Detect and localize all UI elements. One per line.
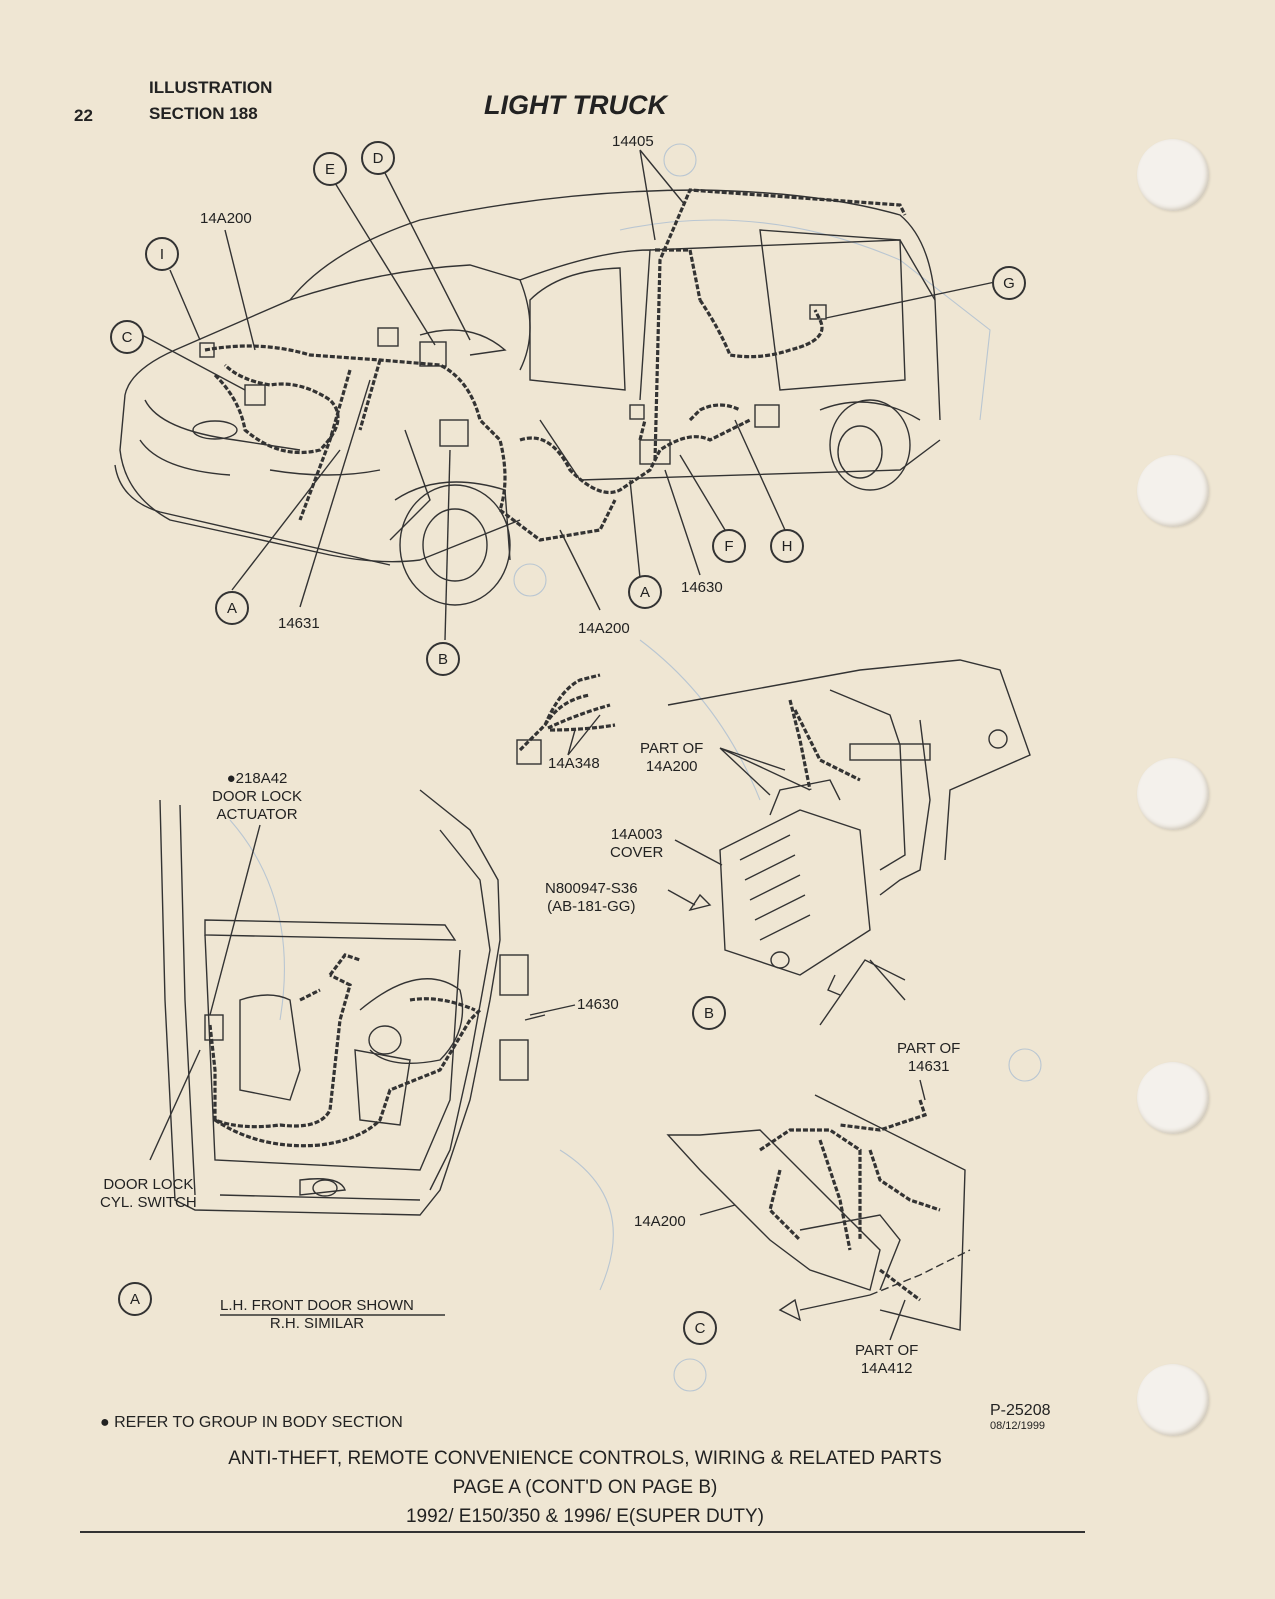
shown-line-1: L.H. FRONT DOOR SHOWN [220, 1297, 414, 1314]
actuator-line-1: ●218A42 [226, 770, 288, 787]
detail-c-art [666, 1079, 971, 1341]
detail-b-callout: B [692, 996, 726, 1030]
caption-line-1: ANTI-THEFT, REMOTE CONVENIENCE CONTROLS,… [228, 1448, 942, 1469]
detail-b-art [667, 659, 1031, 1026]
reference-date: 08/12/1999 [990, 1420, 1046, 1432]
callout-i: I [145, 237, 179, 271]
part-of-14A412-line-2: 14A412 [860, 1360, 913, 1377]
part-label-14405: 14405 [612, 133, 654, 150]
binder-hole [1137, 139, 1209, 211]
part-of-14A200-label: PART OF 14A200 [640, 740, 703, 776]
cover-14A003-label: 14A003 COVER [610, 826, 663, 862]
callout-d: D [361, 141, 395, 175]
actuator-line-3: ACTUATOR [216, 806, 298, 823]
reference-code: P-25208 [990, 1402, 1051, 1419]
callout-f: F [712, 529, 746, 563]
vehicle-leader-lines [141, 149, 996, 641]
door-lock-actuator-label: ●218A42 DOOR LOCK ACTUATOR [212, 770, 302, 824]
callout-e: E [313, 152, 347, 186]
binder-hole [1137, 1062, 1209, 1134]
part-label-14A200-bottom: 14A200 [578, 620, 630, 637]
part-of-14631-line-1: PART OF [897, 1040, 961, 1057]
detail-b-14A348-connector [516, 673, 616, 765]
screw-line-2: (AB-181-GG) [547, 898, 636, 915]
binder-hole [1137, 758, 1209, 830]
door-shown-note: L.H. FRONT DOOR SHOWN R.H. SIMILAR [220, 1297, 414, 1333]
part-of-14A412-label: PART OF 14A412 [855, 1342, 918, 1378]
part-of-14631-line-2: 14631 [907, 1058, 950, 1075]
part-label-14631: 14631 [278, 615, 320, 632]
binder-hole [1137, 455, 1209, 527]
callout-h: H [770, 529, 804, 563]
body-section-note: ● REFER TO GROUP IN BODY SECTION [100, 1414, 403, 1431]
actuator-line-2: DOOR LOCK [212, 788, 303, 805]
page-number: 22 [74, 106, 93, 125]
switch-line-2: CYL. SWITCH [100, 1194, 197, 1211]
detail-c-callout: C [683, 1311, 717, 1345]
screw-N800947-label: N800947-S36 (AB-181-GG) [545, 880, 638, 916]
part-label-14A200-top: 14A200 [200, 210, 252, 227]
cover-line-1: 14A003 [610, 826, 663, 843]
part-of-14631-label: PART OF 14631 [897, 1040, 960, 1076]
binder-hole [1137, 1364, 1209, 1436]
page-title: LIGHT TRUCK [484, 90, 667, 120]
part-label-14A348: 14A348 [548, 755, 600, 772]
callout-a-side: A [628, 575, 662, 609]
section-line-1: ILLUSTRATION [149, 78, 273, 97]
section-line-2: SECTION 188 [149, 104, 258, 123]
callout-c: C [110, 320, 144, 354]
shown-line-2: R.H. SIMILAR [269, 1315, 365, 1332]
van-outline [114, 189, 941, 606]
part-of-14A200-line-2: 14A200 [645, 758, 698, 775]
caption-line-3: 1992/ E150/350 & 1996/ E(SUPER DUTY) [405, 1506, 765, 1527]
switch-line-1: DOOR LOCK [103, 1176, 194, 1193]
part-label-14A200-detail-c: 14A200 [634, 1213, 686, 1230]
part-label-14630: 14630 [681, 579, 723, 596]
callout-a-front: A [215, 591, 249, 625]
bleed-through-ghost [229, 143, 1042, 1392]
callout-b: B [426, 642, 460, 676]
part-label-14630-door: 14630 [577, 996, 619, 1013]
detail-a-callout: A [118, 1282, 152, 1316]
door-lock-switch-label: DOOR LOCK CYL. SWITCH [100, 1176, 197, 1212]
part-of-14A412-line-1: PART OF [855, 1342, 919, 1359]
part-of-14A200-line-1: PART OF [640, 740, 704, 757]
callout-g: G [992, 266, 1026, 300]
wiring-harness [204, 188, 907, 542]
caption-line-2: PAGE A (CONT'D ON PAGE B) [452, 1477, 718, 1498]
cover-line-2: COVER [610, 844, 664, 861]
detail-a-door-art [149, 789, 576, 1316]
screw-line-1: N800947-S36 [545, 880, 638, 897]
